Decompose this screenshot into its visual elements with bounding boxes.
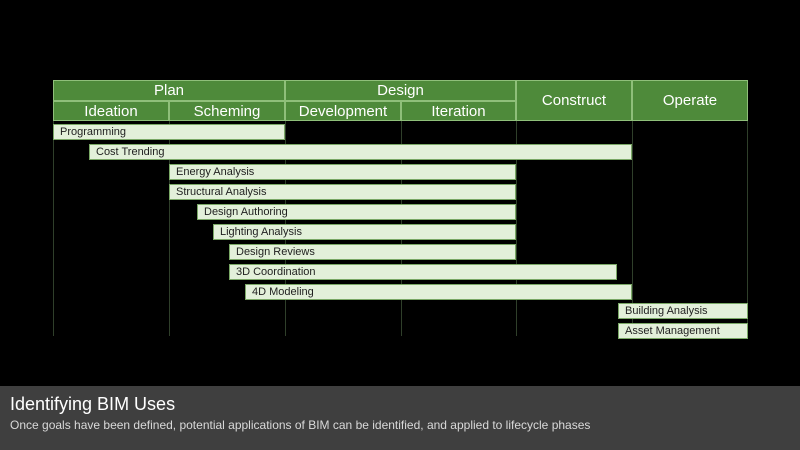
subphase-ideation-header: Ideation [53, 101, 169, 121]
bim-use-bar-design-reviews: Design Reviews [229, 244, 516, 260]
caption-footer: Identifying BIM Uses Once goals have bee… [0, 386, 800, 450]
bim-use-bar-lighting-analysis: Lighting Analysis [213, 224, 516, 240]
bim-use-bar-cost-trending: Cost Trending [89, 144, 632, 160]
grid-line-scheming-start [169, 120, 170, 336]
phase-design-header: Design [285, 80, 516, 101]
subphase-development-header: Development [285, 101, 401, 121]
bim-use-bar-building-analysis: Building Analysis [618, 303, 748, 319]
phase-operate-header: Operate [632, 80, 748, 121]
phase-plan-header: Plan [53, 80, 285, 101]
bim-use-bar-structural-analysis: Structural Analysis [169, 184, 516, 200]
bim-use-bar-programming: Programming [53, 124, 285, 140]
caption-title: Identifying BIM Uses [10, 394, 176, 414]
grid-line-operate-end [747, 120, 748, 336]
bim-use-bar-asset-management: Asset Management [618, 323, 748, 339]
subphase-iteration-header: Iteration [401, 101, 516, 121]
phase-construct-header: Construct [516, 80, 632, 121]
bim-use-bar-3d-coordination: 3D Coordination [229, 264, 617, 280]
grid-line-operate-start [632, 120, 633, 336]
caption-subtitle: Once goals have been defined, potential … [10, 418, 591, 432]
bim-use-bar-energy-analysis: Energy Analysis [169, 164, 516, 180]
bim-use-bar-4d-modeling: 4D Modeling [245, 284, 632, 300]
grid-line-construct-start [516, 120, 517, 336]
bim-uses-diagram: Plan Design Construct Operate Ideation S… [53, 80, 748, 339]
bim-use-bar-design-authoring: Design Authoring [197, 204, 516, 220]
grid-line-ideation-start [53, 120, 54, 336]
subphase-scheming-header: Scheming [169, 101, 285, 121]
